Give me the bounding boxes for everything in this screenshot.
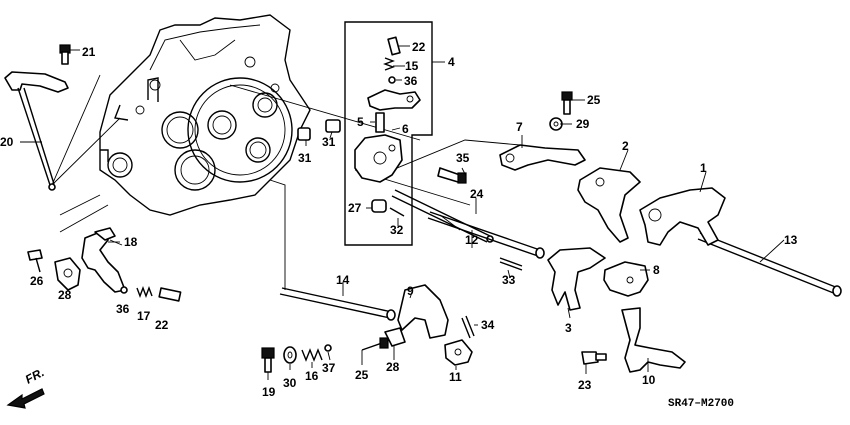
callout-37: 37 bbox=[322, 361, 336, 375]
callout-29: 29 bbox=[576, 117, 590, 131]
part-25-bolt-top bbox=[561, 91, 573, 115]
part-7-lever bbox=[499, 144, 586, 171]
part-32-pin bbox=[389, 207, 405, 217]
callout-22-left: 22 bbox=[155, 318, 169, 332]
callout-11: 11 bbox=[449, 370, 462, 384]
part-5-bolt bbox=[375, 112, 385, 133]
part-1-fork bbox=[639, 187, 726, 246]
callout-27: 27 bbox=[348, 201, 362, 215]
part-35-bolt bbox=[437, 167, 467, 184]
callout-36-top: 36 bbox=[404, 74, 418, 88]
part-15-spring bbox=[383, 57, 395, 71]
callout-28-left: 28 bbox=[58, 288, 72, 302]
callout-28-center: 28 bbox=[386, 360, 400, 374]
callout-23: 23 bbox=[578, 378, 592, 392]
part-36-ball-left bbox=[120, 286, 128, 294]
callout-lines bbox=[20, 45, 785, 380]
part-14-shaft bbox=[279, 287, 396, 321]
part-28-block bbox=[384, 327, 406, 347]
part-3-fork bbox=[547, 247, 606, 311]
part-22-pin-left bbox=[158, 287, 182, 302]
callout-3: 3 bbox=[565, 321, 572, 335]
part-34-pin bbox=[461, 315, 475, 339]
callout-labels: 1 2 3 4 5 6 7 8 9 10 11 12 13 14 15 16 1… bbox=[0, 40, 798, 399]
front-arrow bbox=[6, 388, 45, 409]
part-2-fork bbox=[577, 167, 641, 243]
callout-16: 16 bbox=[305, 369, 319, 383]
callout-22-top: 22 bbox=[412, 40, 426, 54]
callout-24: 24 bbox=[470, 187, 484, 201]
callout-14: 14 bbox=[336, 273, 350, 287]
callout-10: 10 bbox=[642, 373, 656, 387]
callout-32: 32 bbox=[390, 223, 404, 237]
diagram-code: SR47–M2700 bbox=[668, 398, 734, 410]
callout-26: 26 bbox=[30, 274, 44, 288]
part-20-rod bbox=[4, 71, 69, 191]
callout-20: 20 bbox=[0, 135, 14, 149]
part-33-pin bbox=[499, 257, 523, 271]
callout-25-top: 25 bbox=[587, 93, 601, 107]
part-9-fork bbox=[397, 284, 449, 339]
part-26-bolt bbox=[27, 249, 43, 273]
callout-17: 17 bbox=[137, 309, 151, 323]
part-21-bolt bbox=[59, 44, 71, 65]
callout-1: 1 bbox=[700, 161, 707, 175]
callout-15: 15 bbox=[405, 59, 419, 73]
transmission-case bbox=[99, 14, 311, 216]
part-8-bracket bbox=[603, 261, 649, 297]
callout-25-bottom: 25 bbox=[355, 368, 369, 382]
callout-35: 35 bbox=[456, 151, 470, 165]
callout-31-a: 31 bbox=[298, 151, 312, 165]
callout-36-left: 36 bbox=[116, 302, 130, 316]
part-27-cap bbox=[371, 199, 387, 213]
assembly-box bbox=[344, 21, 433, 246]
callout-7: 7 bbox=[516, 120, 523, 134]
part-plate-interlock bbox=[367, 89, 421, 111]
part-11-block bbox=[444, 339, 473, 366]
callout-31-b: 31 bbox=[322, 135, 336, 149]
callout-9: 9 bbox=[407, 284, 414, 298]
callout-33: 33 bbox=[502, 273, 516, 287]
part-19-bolt bbox=[261, 347, 275, 373]
part-10-fork bbox=[621, 307, 686, 373]
leader-lines bbox=[51, 74, 521, 290]
part-36-ball-top bbox=[388, 76, 396, 84]
part-17-spring bbox=[136, 286, 153, 298]
part-22-pin-top bbox=[387, 36, 401, 56]
part-12-shaft bbox=[427, 211, 545, 259]
front-marker-label: FR. bbox=[23, 365, 47, 386]
part-31-sleeve-b bbox=[325, 119, 341, 133]
callout-21: 21 bbox=[82, 45, 96, 59]
part-25-bolt-bottom bbox=[361, 337, 389, 351]
part-6-housing bbox=[354, 134, 403, 183]
part-23-bolt bbox=[581, 351, 607, 365]
callout-6: 6 bbox=[402, 122, 409, 136]
callout-2: 2 bbox=[622, 139, 629, 153]
part-37-ball bbox=[324, 344, 332, 352]
callout-13: 13 bbox=[784, 233, 798, 247]
callout-4: 4 bbox=[448, 55, 455, 69]
part-31-sleeve-a bbox=[297, 127, 311, 141]
callout-8: 8 bbox=[653, 263, 660, 277]
part-28-bracket-small bbox=[54, 257, 81, 291]
part-30-washer bbox=[283, 346, 297, 364]
callout-34: 34 bbox=[481, 318, 495, 332]
callout-18: 18 bbox=[124, 235, 138, 249]
callout-12: 12 bbox=[465, 233, 479, 247]
part-16-spring bbox=[301, 348, 323, 362]
callout-5: 5 bbox=[357, 115, 364, 129]
part-13-shaft bbox=[697, 232, 842, 297]
part-18-bracket bbox=[81, 227, 126, 293]
callout-30: 30 bbox=[283, 376, 297, 390]
callout-19: 19 bbox=[262, 385, 276, 399]
